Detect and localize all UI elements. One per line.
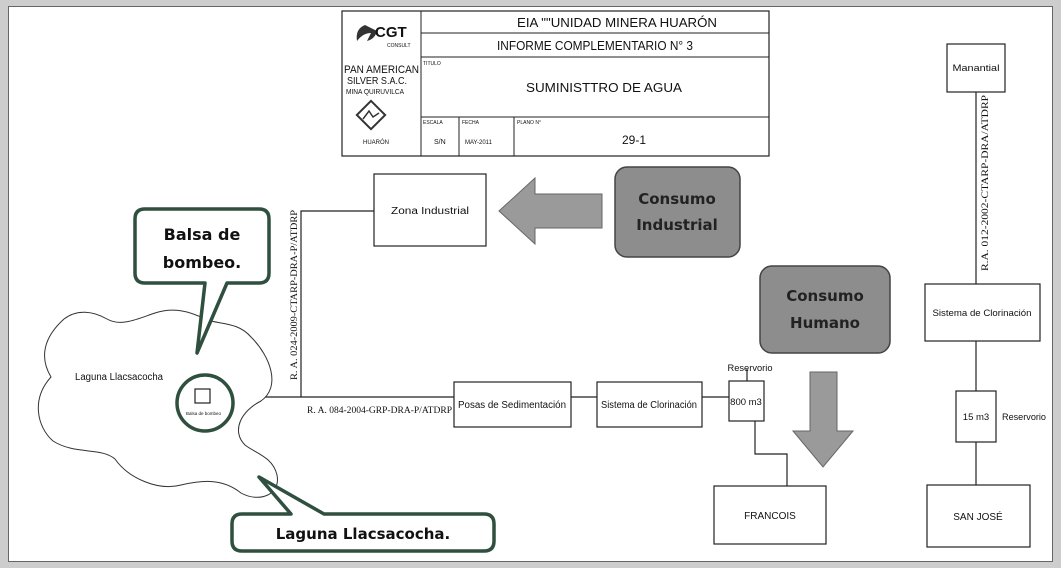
plano-label: PLANO N° xyxy=(517,120,541,126)
consumo-industrial-line-1: Consumo xyxy=(638,190,716,208)
resolution-vertical-right: R.A. 012-2002-CTARP-DRA/ATDRP xyxy=(980,95,990,271)
title-block: CGT CONSULT PAN AMERICAN SILVER S.A.C. M… xyxy=(341,10,770,157)
manantial-label: Manantial xyxy=(953,63,1000,74)
company-sub: CONSULT xyxy=(387,43,411,49)
consumo-humano-box: Consumo Humano xyxy=(759,265,891,354)
lake-outline xyxy=(37,309,278,498)
node-posas: Posas de Sedimentación xyxy=(453,381,572,428)
project-title: EIA ""UNIDAD MINERA HUARÓN xyxy=(517,15,717,30)
node-manantial: Manantial xyxy=(946,43,1006,93)
cloracion-2-label: Sistema de Clorinación xyxy=(933,308,1032,319)
report-title: INFORME COMPLEMENTARIO N° 3 xyxy=(497,39,693,53)
node-reservorio-2: 15 m3 Reservorio xyxy=(955,390,1046,443)
node-zona-industrial: Zona Industrial xyxy=(373,173,487,247)
reservorio-2-label: Reservorio xyxy=(1002,412,1046,423)
client-line-2: SILVER S.A.C. xyxy=(347,75,407,87)
francois-label: FRANCOIS xyxy=(744,511,796,522)
consumo-industrial-line-2: Industrial xyxy=(636,216,718,234)
resolution-vertical-left: R. A. 024-2009-CTARP-DRA-P/ATDRP xyxy=(289,210,299,380)
company-logo: CGT xyxy=(375,24,407,41)
consumo-industrial-box: Consumo Industrial xyxy=(614,166,741,258)
pump-station-highlight xyxy=(175,373,235,433)
huaron-label: HUARÓN xyxy=(363,139,389,146)
diagram-sheet: CGT CONSULT PAN AMERICAN SILVER S.A.C. M… xyxy=(8,6,1053,562)
cgt-logo-icon xyxy=(356,25,377,41)
callout-laguna: Laguna Llacsacocha. xyxy=(230,475,496,553)
node-cloracion-1: Sistema de Clorinación xyxy=(596,381,703,428)
client-line-1: PAN AMERICAN xyxy=(344,64,419,76)
cloracion-1-label: Sistema de Clorinación xyxy=(601,400,697,411)
huaron-logo-icon xyxy=(355,99,387,131)
san-jose-label: SAN JOSÉ xyxy=(953,510,1003,523)
node-reservorio-1: Reservorio 800 m3 xyxy=(728,363,773,422)
node-francois: FRANCOIS xyxy=(713,485,827,545)
node-san-jose: SAN JOSÉ xyxy=(926,484,1031,548)
plano-value: 29-1 xyxy=(622,133,646,147)
resolution-horizontal: R. A. 084-2004-GRP-DRA-P/ATDRP xyxy=(307,405,452,415)
posas-label: Posas de Sedimentación xyxy=(458,400,566,411)
lake-label: Laguna Llacsacocha xyxy=(75,372,163,383)
zona-industrial-label: Zona Industrial xyxy=(391,206,469,217)
consumo-humano-line-2: Humano xyxy=(790,314,860,332)
titulo-label: TITULO xyxy=(423,61,441,67)
fecha-value: MAY-2011 xyxy=(465,140,493,146)
water-supply-diagram: CGT CONSULT PAN AMERICAN SILVER S.A.C. M… xyxy=(37,10,1046,553)
arrow-down-icon xyxy=(791,371,855,468)
pump-station-icon xyxy=(194,388,211,404)
client-line-3: MINA QUIRUVILCA xyxy=(346,87,404,96)
callout-balsa-line-1: Balsa de xyxy=(164,225,241,244)
escala-value: S/N xyxy=(434,139,446,146)
callout-balsa-line-2: bombeo. xyxy=(163,253,242,272)
escala-label: ESCALA xyxy=(423,120,443,126)
reservorio-2-value: 15 m3 xyxy=(963,412,989,423)
consumo-humano-line-1: Consumo xyxy=(786,287,864,305)
plan-title: SUMINISTTRO DE AGUA xyxy=(526,81,683,95)
callout-balsa: Balsa de bombeo. xyxy=(133,207,271,355)
pump-station-label: Balsa de bombeo xyxy=(186,411,222,416)
node-cloracion-2: Sistema de Clorinación xyxy=(924,283,1041,342)
arrow-left-icon xyxy=(498,176,603,246)
reservorio-1-value: 800 m3 xyxy=(730,397,762,408)
callout-laguna-label: Laguna Llacsacocha. xyxy=(276,525,450,543)
fecha-label: FECHA xyxy=(462,120,480,126)
reservorio-1-label: Reservorio xyxy=(728,363,773,374)
